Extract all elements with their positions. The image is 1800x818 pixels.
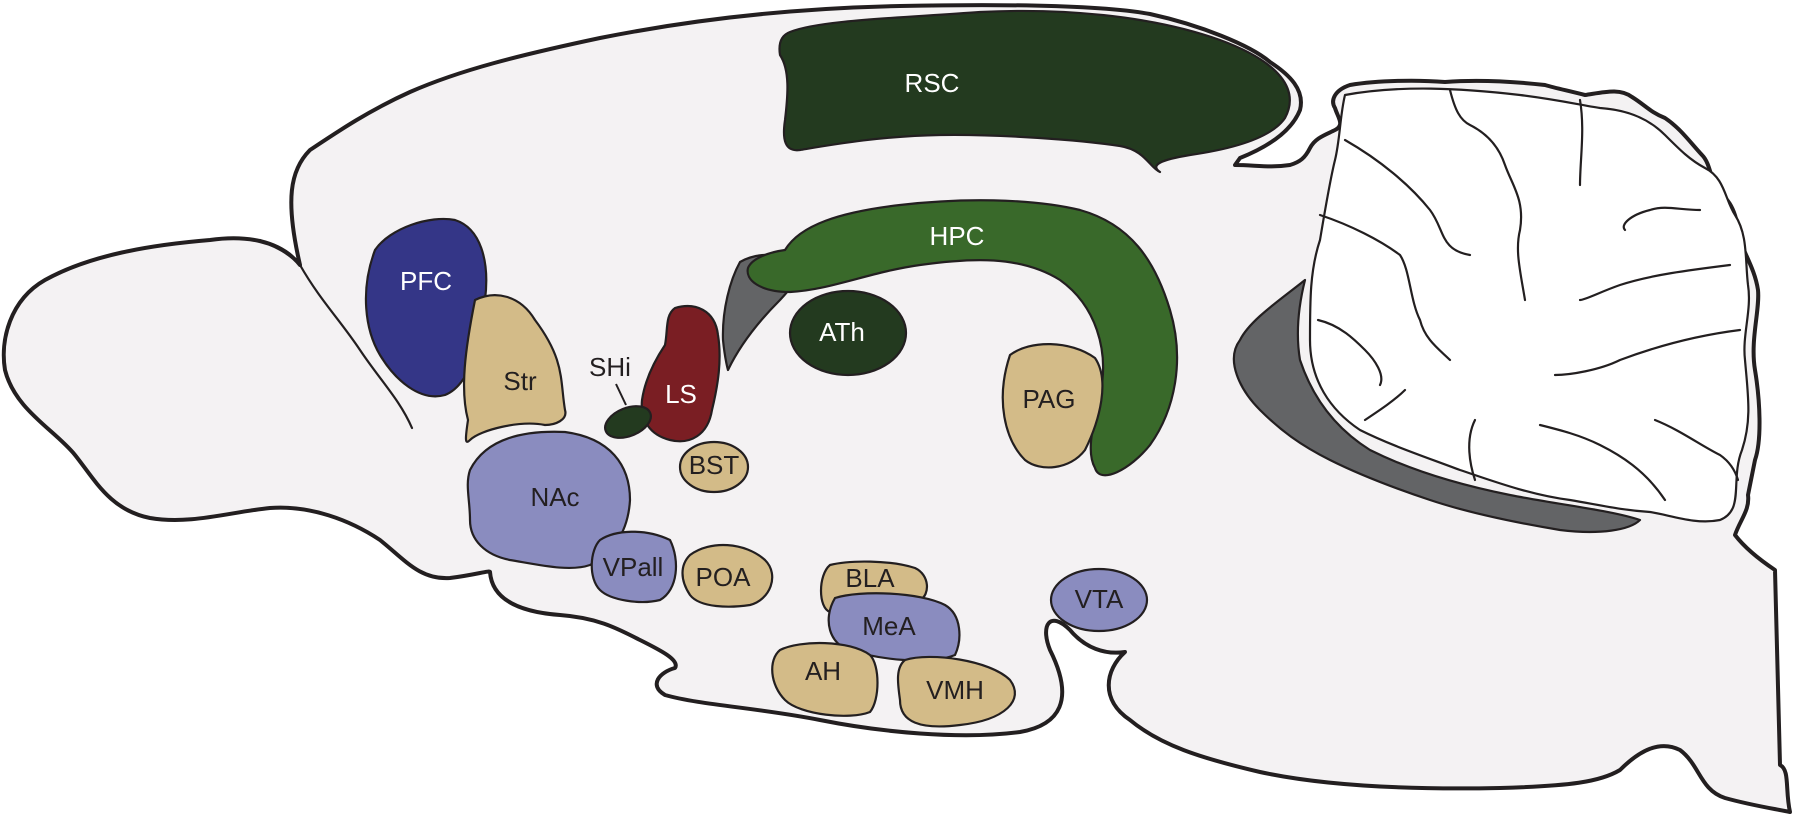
region-ls — [640, 305, 721, 443]
region-hpc — [746, 199, 1179, 477]
cerebellum-fold-5 — [1578, 98, 1584, 187]
cerebellum-fold-9 — [1468, 418, 1477, 482]
region-shi — [604, 405, 652, 439]
cerebellum-fold-2 — [1318, 213, 1452, 362]
label-bst: BST — [689, 450, 740, 480]
region-poa — [681, 543, 774, 608]
region-ah — [771, 642, 879, 717]
label-ls: LS — [665, 379, 697, 409]
label-nac: NAc — [530, 482, 579, 512]
region-ath — [788, 289, 908, 377]
label-shi: SHi — [589, 352, 631, 382]
cerebellum-fold-8 — [1553, 328, 1742, 377]
label-hpc: HPC — [930, 221, 985, 251]
region-bst — [678, 440, 750, 494]
shi-leader-line — [615, 383, 627, 406]
cerebellum-fold-6 — [1622, 206, 1702, 232]
region-pag — [1001, 343, 1104, 469]
cerebellum-fold-12 — [1363, 388, 1407, 422]
cerebellum-fold-1 — [1343, 138, 1472, 257]
label-vmh: VMH — [926, 675, 984, 705]
region-rsc — [778, 9, 1291, 174]
label-pfc: PFC — [400, 266, 452, 296]
region-str — [462, 294, 567, 443]
cerebellum-fold-7 — [1578, 263, 1732, 302]
label-pag: PAG — [1023, 384, 1076, 414]
label-poa: POA — [696, 562, 752, 592]
region-vmh — [896, 655, 1016, 728]
ventricle-gray-posterior — [1232, 278, 1642, 534]
cerebellum-fold-11 — [1653, 418, 1740, 482]
olfactory-line — [258, 238, 302, 267]
label-vta: VTA — [1075, 584, 1124, 614]
label-ath: ATh — [819, 317, 865, 347]
cerebellum-fold-3 — [1316, 318, 1383, 387]
label-rsc: RSC — [905, 68, 960, 98]
label-vpall: VPall — [603, 552, 664, 582]
cerebellum-fold-10 — [1538, 423, 1667, 502]
region-vpall — [590, 530, 677, 604]
cortex-boundary-line — [298, 263, 414, 430]
label-ah: AH — [805, 656, 841, 686]
label-str: Str — [503, 366, 537, 396]
region-vta — [1049, 567, 1149, 633]
label-mea: MeA — [862, 611, 916, 641]
label-bla: BLA — [845, 563, 895, 593]
cerebellum-fold-4 — [1448, 88, 1527, 302]
